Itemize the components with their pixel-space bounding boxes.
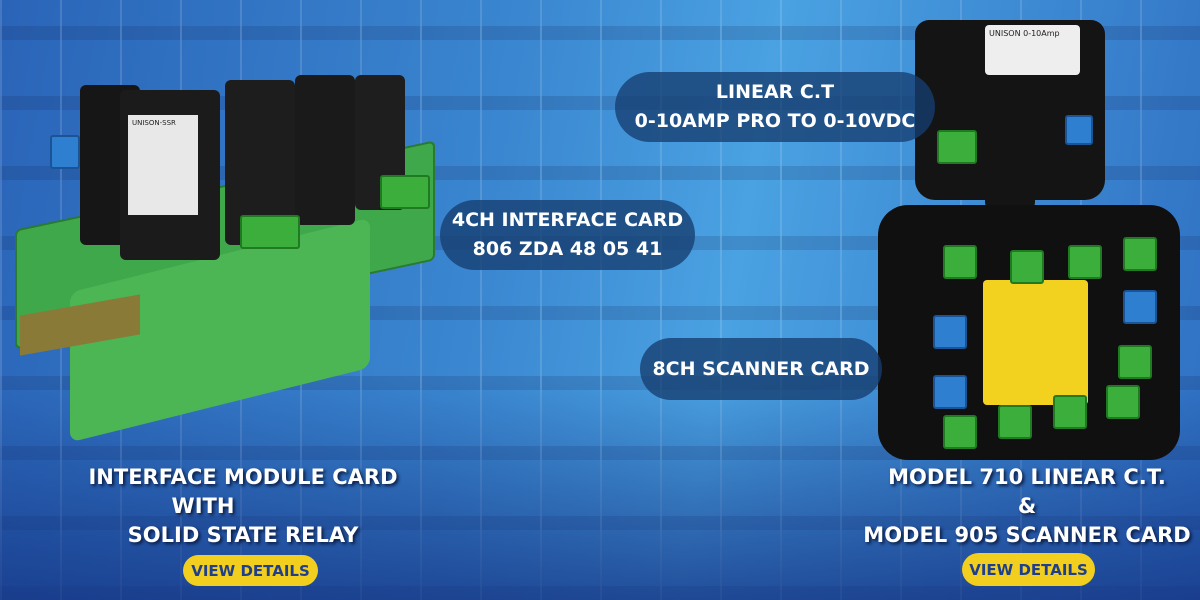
linear-ct-image: UNISON 0-10Amp xyxy=(915,20,1105,210)
caption-line: SOLID STATE RELAY xyxy=(127,523,359,547)
left-product-caption: INTERFACE MODULE CARD WITH SOLID STATE R… xyxy=(60,463,426,550)
right-view-details-button[interactable]: VIEW DETAILS xyxy=(962,553,1095,586)
right-product-caption: MODEL 710 LINEAR C.T. & MODEL 905 SCANNE… xyxy=(860,463,1194,550)
interface-card-label: 4CH INTERFACE CARD 806 ZDA 48 05 41 xyxy=(440,200,695,270)
interface-module-image: UNISON-SSR xyxy=(10,55,440,445)
interface-card-model: 806 ZDA 48 05 41 xyxy=(472,238,663,260)
linear-ct-spec: 0-10AMP PRO TO 0-10VDC xyxy=(634,110,916,132)
scanner-card-image xyxy=(878,205,1180,460)
interface-card-title: 4CH INTERFACE CARD xyxy=(451,209,684,231)
caption-line: MODEL 710 LINEAR C.T. xyxy=(888,465,1166,489)
caption-line: INTERFACE MODULE CARD xyxy=(88,465,398,489)
left-view-details-button[interactable]: VIEW DETAILS xyxy=(183,555,318,586)
caption-line: MODEL 905 SCANNER CARD xyxy=(863,523,1191,547)
caption-line: & xyxy=(1017,494,1037,518)
scanner-card-title: 8CH SCANNER CARD xyxy=(652,357,870,380)
linear-ct-title: LINEAR C.T xyxy=(715,81,835,103)
caption-line: WITH xyxy=(171,494,235,518)
linear-ct-label: LINEAR C.T 0-10AMP PRO TO 0-10VDC xyxy=(615,72,935,142)
scanner-card-label: 8CH SCANNER CARD xyxy=(640,338,882,400)
